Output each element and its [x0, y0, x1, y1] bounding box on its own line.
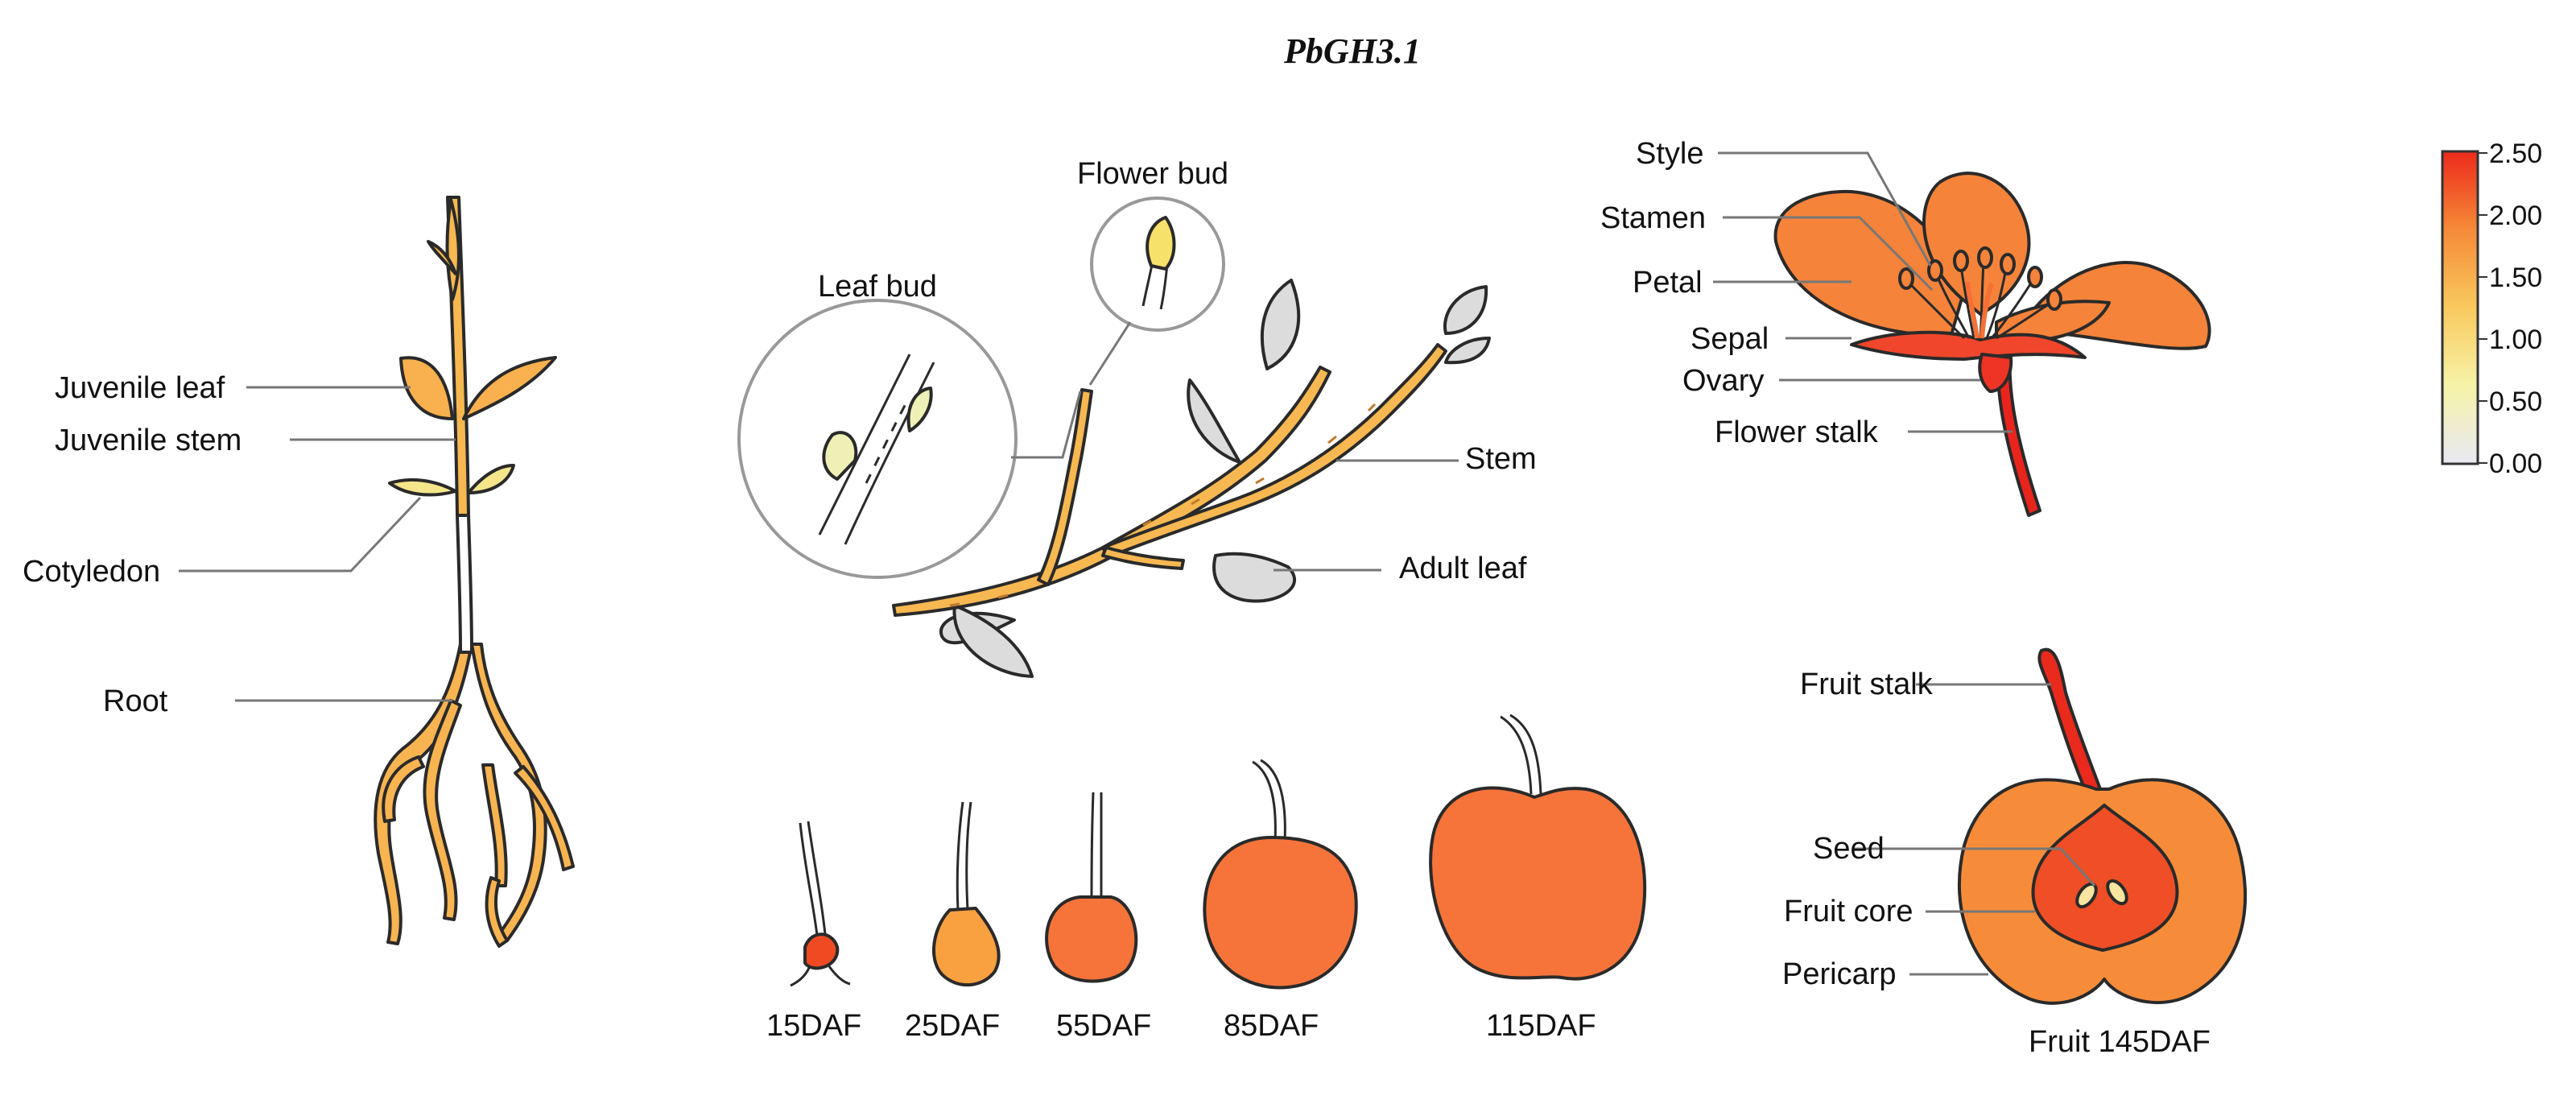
fruit-85daf	[1203, 836, 1358, 990]
stem-branch	[1101, 343, 1447, 559]
label-flower-stalk: Flower stalk	[1715, 416, 1879, 449]
fruit-stage-15daf: 15DAF	[766, 821, 861, 1043]
stem-upright	[1037, 388, 1093, 586]
label-leaf-bud: Leaf bud	[818, 270, 937, 304]
label-cotyledon: Cotyledon	[23, 555, 160, 589]
juvenile-leaf-right	[462, 356, 557, 420]
ovary	[1978, 353, 2013, 393]
fruit-development-series: 15DAF 25DAF 55DAF 85DAF 115DAF	[766, 713, 1647, 1043]
label-adult-leaf: Adult leaf	[1399, 552, 1527, 585]
fruit-55daf	[1045, 895, 1138, 983]
label-25daf: 25DAF	[905, 1009, 1000, 1043]
label-flower-bud: Flower bud	[1077, 157, 1228, 191]
leaf-bud	[822, 431, 858, 481]
fruit-15daf	[803, 932, 840, 970]
flower-bud	[1146, 216, 1176, 271]
leaf-petiole	[1101, 546, 1185, 570]
sepal	[1850, 330, 2087, 361]
label-pericarp: Pericarp	[1782, 957, 1897, 991]
cotyledon-right	[467, 464, 515, 494]
colorbar-gradient	[2441, 150, 2479, 465]
juvenile-leaf-left	[399, 356, 454, 420]
label-style: Style	[1636, 137, 1703, 171]
color-scale: 2.50 2.00 1.50 1.00 0.50 0.00	[2441, 138, 2542, 479]
petals	[1773, 172, 2211, 350]
anthers	[1898, 246, 2062, 311]
label-sepal: Sepal	[1690, 322, 1769, 356]
fruit-25daf	[931, 907, 1001, 986]
label-fruit-stalk: Fruit stalk	[1800, 668, 1934, 701]
branch-illustration: Leaf bud Flower bud Stem Adult leaf	[737, 157, 1537, 678]
label-ovary: Ovary	[1682, 364, 1764, 398]
apex-leaf	[427, 240, 457, 275]
fruit-stalk	[2037, 647, 2104, 802]
fruit-stage-55daf: 55DAF	[1045, 792, 1151, 1043]
mature-fruit-section: Fruit stalk Seed Fruit core Pericarp Fru…	[1782, 647, 2248, 1059]
label-root: Root	[103, 684, 168, 718]
fruit-stage-115daf: 115DAF	[1429, 713, 1647, 1043]
stem-texture	[949, 403, 1377, 607]
root	[374, 643, 575, 948]
label-seed: Seed	[1813, 832, 1885, 866]
leaf-bud-magnifier	[737, 299, 1018, 579]
label-stamen: Stamen	[1600, 201, 1706, 235]
cotyledon-left	[388, 478, 457, 497]
fruit-115daf	[1429, 786, 1647, 981]
fruit-caption: Fruit 145DAF	[2029, 1025, 2211, 1059]
style	[1965, 281, 1994, 339]
colorbar-tick: 1.50	[2489, 263, 2542, 293]
fruit-stage-25daf: 25DAF	[905, 801, 1001, 1043]
figure-title: PbGH3.1	[1283, 31, 1421, 71]
label-fruit-core: Fruit core	[1784, 895, 1913, 928]
seedling-illustration: Juvenile leaf Juvenile stem Cotyledon Ro…	[23, 196, 575, 948]
colorbar-tick: 1.00	[2489, 325, 2542, 355]
flower-illustration: Style Stamen Petal Sepal Ovary Flower st…	[1600, 137, 2211, 517]
label-85daf: 85DAF	[1224, 1009, 1319, 1043]
label-115daf: 115DAF	[1486, 1009, 1596, 1043]
label-15daf: 15DAF	[766, 1009, 861, 1043]
stem	[892, 366, 1331, 617]
colorbar-tick: 0.00	[2489, 449, 2542, 479]
colorbar-tick: 0.50	[2489, 387, 2542, 417]
leaf-bud-2	[906, 387, 933, 432]
adult-leaves	[939, 279, 1491, 678]
colorbar-tick: 2.00	[2489, 201, 2542, 231]
fruit-stage-85daf: 85DAF	[1203, 759, 1358, 1043]
label-petal: Petal	[1633, 266, 1703, 300]
colorbar-tick: 2.50	[2489, 138, 2542, 169]
fruit-core	[2031, 804, 2179, 952]
label-55daf: 55DAF	[1056, 1009, 1151, 1043]
label-juvenile-leaf: Juvenile leaf	[55, 371, 225, 405]
label-juvenile-stem: Juvenile stem	[55, 424, 242, 457]
label-stem: Stem	[1465, 442, 1537, 476]
